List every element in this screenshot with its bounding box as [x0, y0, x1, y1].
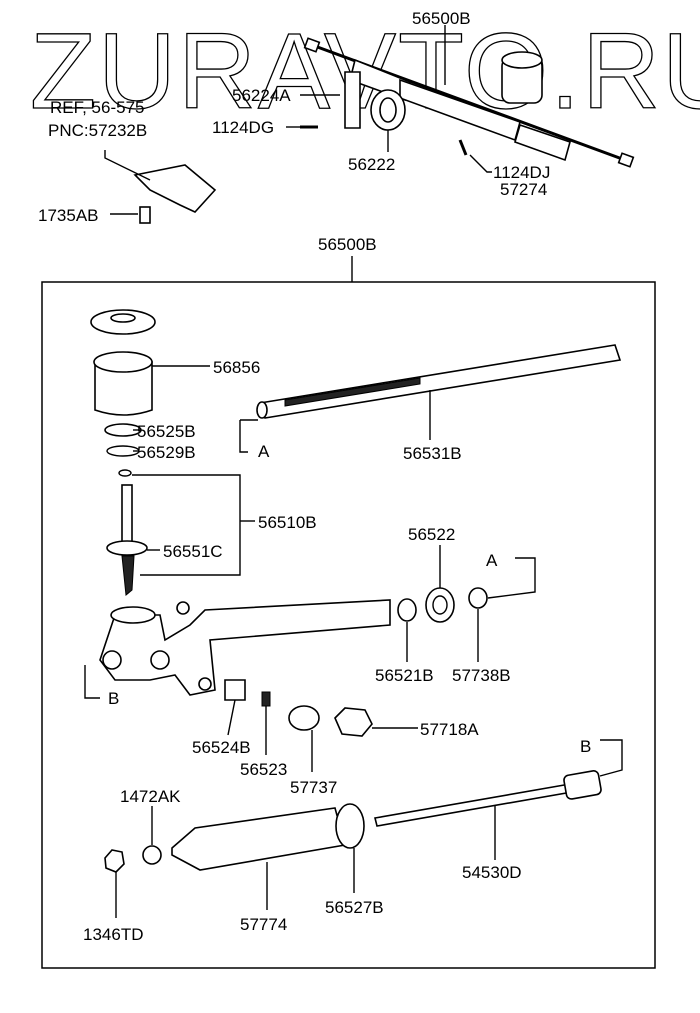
label-ref-b-left: B [108, 689, 119, 708]
label-56521b: 56521B [375, 666, 434, 685]
label-56525b: 56525B [137, 422, 196, 441]
label-56522: 56522 [408, 525, 455, 544]
label-57274: 57274 [500, 180, 547, 199]
label-56500b-top: 56500B [412, 9, 471, 28]
exploded-parts-drawing [90, 309, 622, 873]
label-56523: 56523 [240, 760, 287, 779]
label-56527b: 56527B [325, 898, 384, 917]
label-54530d: 54530D [462, 863, 522, 882]
label-ref-a-left: A [258, 442, 270, 461]
label-56551c: 56551C [163, 542, 223, 561]
label-56222: 56222 [348, 155, 395, 174]
label-56510b: 56510B [258, 513, 317, 532]
steering-gear-assembly-drawing [133, 37, 635, 224]
label-57774: 57774 [240, 915, 287, 934]
label-57738b: 57738B [452, 666, 511, 685]
assembly-boundary-box [41, 281, 656, 969]
label-1124dg: 1124DG [212, 118, 274, 137]
label-ref: REF, 56-575 [50, 98, 145, 117]
label-57737: 57737 [290, 778, 337, 797]
label-1346td: 1346TD [83, 925, 143, 944]
label-ref-a-right: A [486, 551, 498, 570]
label-pnc: PNC:57232B [48, 121, 147, 140]
label-56531b: 56531B [403, 444, 462, 463]
label-1124dj: 1124DJ [493, 163, 550, 182]
label-57718a: 57718A [420, 720, 479, 739]
label-56224a: 56224A [232, 86, 291, 105]
label-56529b: 56529B [137, 443, 196, 462]
label-56524b: 56524B [192, 738, 251, 757]
label-56856: 56856 [213, 358, 260, 377]
label-ref-b-right: B [580, 737, 591, 756]
label-1735ab: 1735AB [38, 206, 99, 225]
label-56500b-box: 56500B [318, 235, 377, 254]
label-1472ak: 1472AK [120, 787, 181, 806]
